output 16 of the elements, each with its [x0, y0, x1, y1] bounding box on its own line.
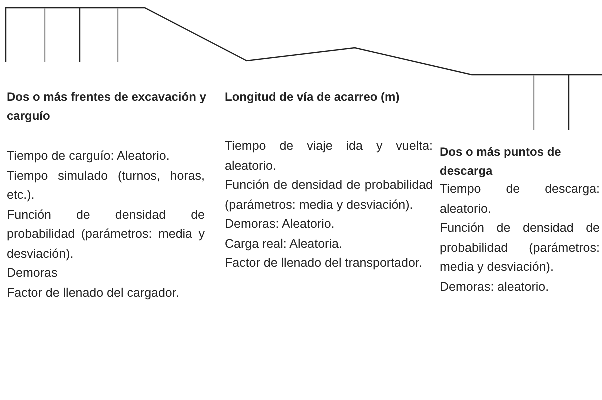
parameter-text: Factor de llenado del transportador.	[225, 255, 424, 272]
parameter-text: Tiempo de viaje ida y vuelta: aleatorio.	[225, 138, 433, 174]
parameter-text: Tiempo de carguío: Aleatorio.	[7, 148, 171, 165]
parameter-text: Función de densidad de probabilidad (parámetros: media y desviación).	[440, 220, 600, 276]
parameter-text: Carga real: Aleatoria.	[225, 236, 344, 253]
column-heading: Longitud de vía de acarreo (m)	[225, 89, 401, 106]
parameter-text: Tiempo de descarga: aleatorio.	[440, 181, 600, 218]
parameter-text: Tiempo simulado (turnos, horas, etc.).	[7, 168, 205, 204]
column-heading: Dos o más frentes de excavación y carguío	[7, 89, 207, 125]
parameter-text: Demoras: Aleatorio.	[225, 216, 336, 233]
column-heading: Dos o más puntos de descarga	[440, 144, 562, 180]
parameter-text: Factor de llenado del cargador.	[7, 284, 180, 302]
parameter-text: Función de densidad de probabilidad (parámetros: media y desviación).	[225, 177, 433, 214]
parameter-text: Demoras	[7, 265, 59, 282]
parameter-text: Demoras: aleatorio.	[440, 278, 550, 296]
parameter-text: Función de densidad de probabilidad (parámetros: media y desviación).	[7, 206, 205, 263]
